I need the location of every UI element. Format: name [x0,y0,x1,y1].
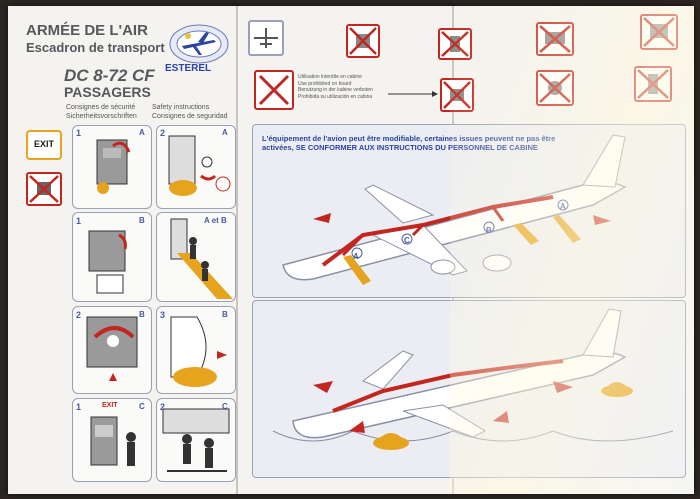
door-badge: A [139,128,145,137]
door-badge: C [139,402,145,411]
no-remote-icon [634,66,672,102]
door-badge: B [139,310,145,319]
diagram-label-c: C [404,236,410,245]
instruction-panel-b1 [72,212,152,302]
exit-sign: EXIT [26,130,62,160]
prohibited-text: Utilisation interdite en cabine Use proh… [298,74,373,100]
instruction-panel-b2 [72,306,152,394]
no-device-icon [254,70,294,110]
evacuation-diagram-water [252,300,686,478]
label-en: Safety instructions [152,104,210,111]
header-title: ARMÉE DE L'AIR [26,22,148,39]
diagram-label-a2: A [560,202,566,211]
step-number: 2 [76,310,82,320]
diagram-label-b: B [486,226,492,235]
instruction-panel-ab [156,212,236,302]
step-number: 3 [160,310,166,320]
step-number: 1 [76,402,82,412]
door-badge: B [222,310,228,319]
prohibited-line: Benutzung in der kabine verboten [298,87,373,93]
door-badge: B [139,216,145,225]
label-fr: Consignes de sécurité [66,104,136,111]
no-radio-icon [440,78,474,112]
passengers-label: PASSAGERS [64,84,151,100]
prohibited-line: Use prohibited on board [298,80,352,87]
exit-text: EXIT [33,139,54,149]
logo-text: ESTEREL [165,63,212,74]
instruction-panel-a1 [72,125,152,209]
warning-text: L'équipement de l'avion peut être modifi… [262,134,556,152]
label-de: Sicherheitsvorschriften [66,113,137,120]
step-number: 1 [76,216,82,226]
exit-mini-sign: EXIT [102,402,118,409]
step-number: 2 [160,128,166,138]
no-cd-icon [536,70,574,106]
label-es: Consignes de seguridad [152,113,228,120]
door-badge: C [222,402,228,411]
instruction-panel-c2 [156,398,236,482]
door-badge: A [222,128,228,137]
no-baggage-icon [26,172,62,206]
prohibited-line: Prohibida su utilización en cabina [298,93,373,100]
step-number: 1 [76,128,82,138]
door-badge: A et B [204,216,227,225]
seatbelt-airplane-icon [248,20,284,56]
no-laptop-icon [536,22,574,56]
squadron-logo [169,24,229,64]
aircraft-type: DC 8-72 CF [64,66,155,85]
arrow-icon [388,91,438,97]
no-electronics-icon [346,24,380,58]
instruction-panel-a2 [156,125,236,209]
prohibited-line: Utilisation interdite en cabine [298,74,362,80]
no-phone-icon [438,28,472,60]
step-number: 2 [160,402,166,412]
header-subtitle: Escadron de transport [26,40,165,55]
card-fold [236,6,238,494]
instruction-panel-b3 [156,306,236,394]
instruction-panel-c1 [72,398,152,482]
no-game-icon [640,14,678,50]
diagram-label-a: A [353,252,359,261]
